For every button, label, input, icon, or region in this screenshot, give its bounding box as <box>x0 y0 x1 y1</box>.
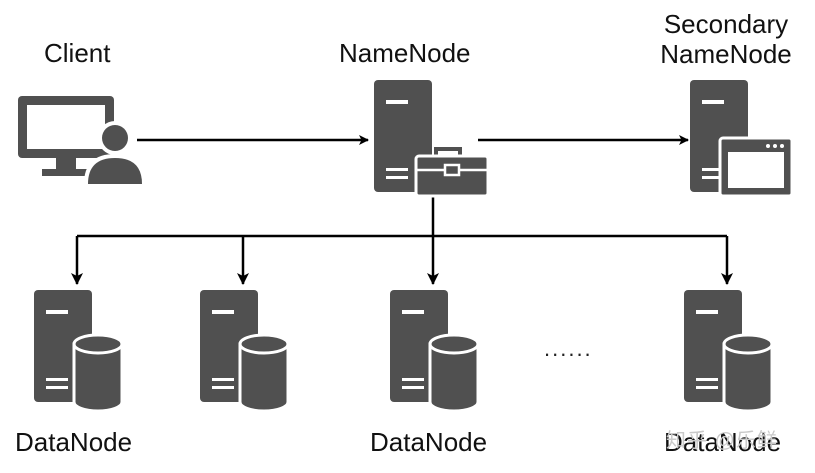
more-datanodes-ellipsis: ...... <box>544 336 593 361</box>
server-database-icon <box>200 290 290 413</box>
secondary-label-line2: NameNode <box>660 39 792 69</box>
watermark: 知乎 @乐鲜 <box>666 430 778 452</box>
client-label: Client <box>44 38 111 68</box>
secondary-namenode-label: Secondary NameNode <box>646 9 806 69</box>
server-window-icon <box>690 80 794 198</box>
server-database-icon <box>34 290 124 413</box>
monitor-user-icon <box>18 96 146 184</box>
secondary-label-line1: Secondary <box>663 9 789 39</box>
server-database-icon <box>684 290 774 413</box>
connectors <box>71 135 733 285</box>
datanode-label-3: DataNode <box>664 427 782 457</box>
server-database-icon <box>390 290 480 413</box>
server-toolbox-icon <box>374 80 490 198</box>
namenode-label: NameNode <box>339 38 471 68</box>
datanode-label-2: DataNode <box>370 427 488 457</box>
datanode-label-1: DataNode <box>15 427 133 457</box>
